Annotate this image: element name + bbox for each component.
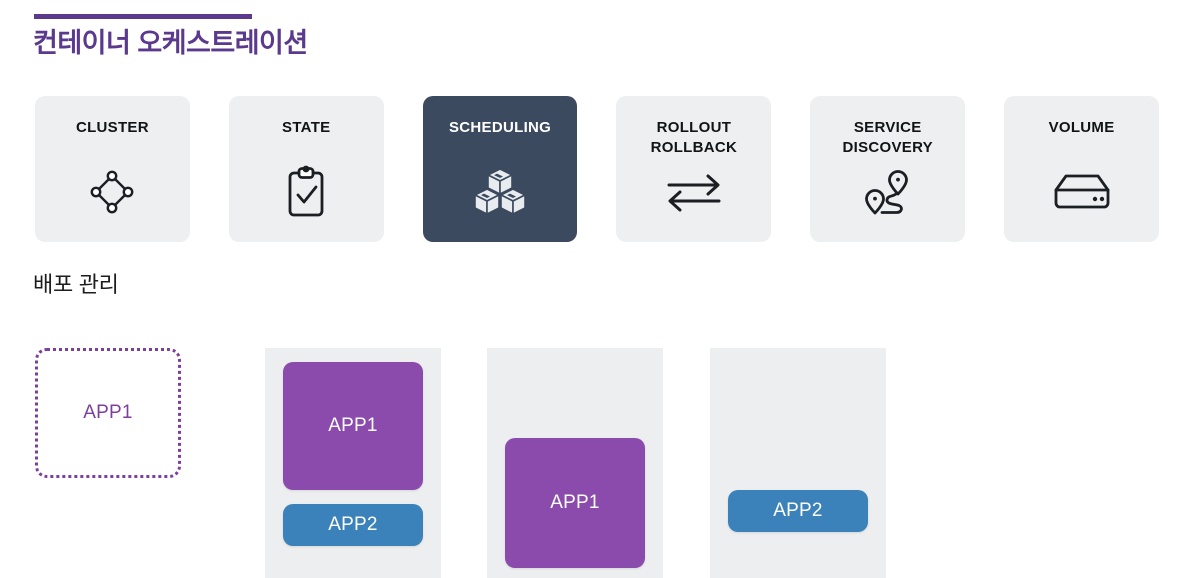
node-panel-2[interactable]: APP1 bbox=[487, 348, 663, 578]
app-block-label: APP1 bbox=[550, 492, 600, 513]
topic-card-scheduling[interactable]: SCHEDULING bbox=[422, 96, 578, 242]
topic-card-label: CLUSTER bbox=[75, 119, 149, 136]
topic-card-service-discovery[interactable]: SERVICE DISCOVERY bbox=[810, 96, 966, 242]
disk-drive-icon bbox=[1004, 164, 1159, 220]
topic-card-volume[interactable]: VOLUME bbox=[1004, 96, 1159, 242]
topic-card-label: SERVICE DISCOVERY bbox=[842, 119, 933, 156]
topic-card-label: STATE bbox=[282, 119, 331, 136]
node-panel-stack: APP2 bbox=[728, 362, 868, 574]
node-panel-stack: APP1 APP2 bbox=[283, 362, 423, 574]
clipboard-check-icon bbox=[229, 164, 384, 220]
topic-card-strip: CLUSTER STATE bbox=[35, 96, 1159, 242]
app-block-app2[interactable]: APP2 bbox=[283, 504, 423, 546]
app-block-app1[interactable]: APP1 bbox=[505, 438, 645, 568]
topic-card-label: ROLLOUT ROLLBACK bbox=[650, 119, 738, 156]
node-panel-1[interactable]: APP1 APP2 bbox=[265, 348, 441, 578]
node-panel-3[interactable]: APP2 bbox=[710, 348, 886, 578]
stacked-cubes-icon bbox=[423, 164, 578, 220]
route-pins-icon bbox=[810, 164, 965, 220]
swap-arrows-icon bbox=[616, 164, 771, 220]
title-underline-rule bbox=[34, 14, 252, 19]
deployment-diagram: APP1 APP1 APP2 APP1 APP2 bbox=[0, 330, 1194, 578]
app-block-label: APP2 bbox=[773, 500, 823, 521]
app-block-app1[interactable]: APP1 bbox=[283, 362, 423, 490]
app-block-label: APP2 bbox=[328, 514, 378, 535]
topic-card-rollout-rollback[interactable]: ROLLOUT ROLLBACK bbox=[616, 96, 772, 242]
app-block-label: APP1 bbox=[328, 415, 378, 436]
topic-card-cluster[interactable]: CLUSTER bbox=[35, 96, 190, 242]
app-block-app2[interactable]: APP2 bbox=[728, 490, 868, 532]
pending-app-label: APP1 bbox=[83, 402, 133, 423]
topic-card-label: VOLUME bbox=[1048, 119, 1115, 136]
cluster-nodes-icon bbox=[35, 164, 190, 220]
node-panel-stack: APP1 bbox=[505, 362, 645, 574]
section-title: 배포 관리 bbox=[33, 272, 119, 297]
topic-card-state[interactable]: STATE bbox=[228, 96, 384, 242]
page-title: 컨테이너 오케스트레이션 bbox=[33, 28, 308, 58]
topic-card-label: SCHEDULING bbox=[448, 119, 552, 136]
pending-app-placeholder[interactable]: APP1 bbox=[35, 348, 181, 478]
